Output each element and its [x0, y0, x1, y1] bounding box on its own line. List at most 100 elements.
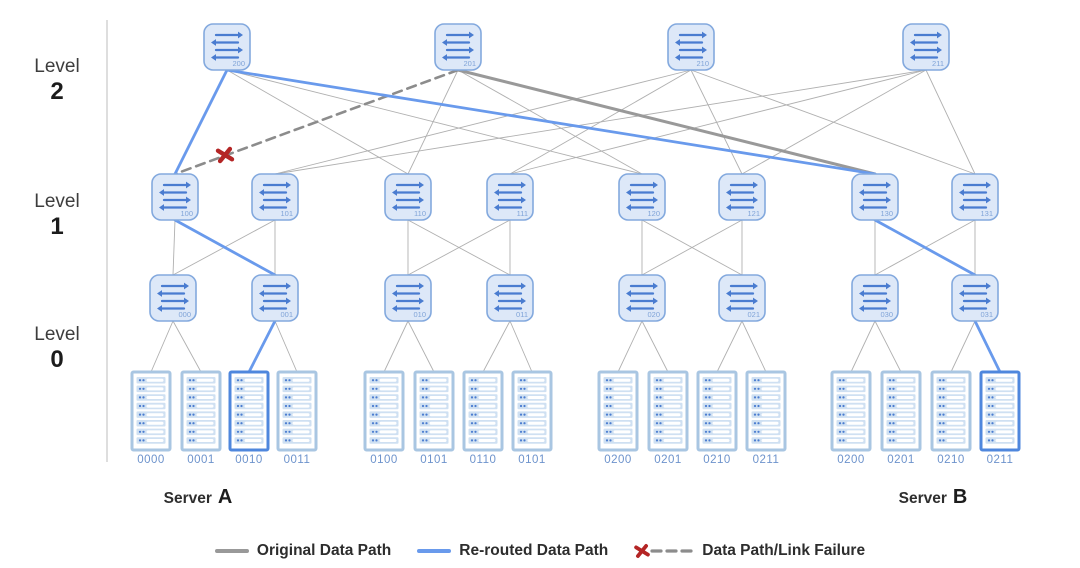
switch-id-label: 130 — [880, 209, 893, 218]
server-slot-bar — [244, 439, 262, 442]
switch-arrows-icon — [626, 181, 658, 211]
server-a-word: Server — [163, 490, 212, 507]
server-id-label: 0210 — [937, 454, 965, 466]
arrow-head-icon — [859, 290, 864, 297]
arrow-head-icon — [159, 204, 164, 211]
arrow-head-icon — [286, 282, 291, 290]
edge-111-010 — [407, 219, 511, 276]
server-slot-bar — [896, 421, 914, 425]
switch-arrows-icon — [675, 31, 707, 61]
edge-031-v14 — [950, 320, 976, 373]
server-slot-bar — [527, 387, 545, 391]
switch-id-label: 200 — [232, 59, 245, 68]
server-led-icon — [288, 430, 291, 433]
server-slot-bar — [292, 430, 310, 434]
server-led-icon — [609, 379, 612, 382]
edge-100-000 — [172, 219, 176, 276]
server-led-icon — [987, 404, 991, 408]
edge-200-130-rerouted — [225, 68, 877, 176]
server-led-icon — [470, 439, 474, 442]
server-led-icon — [236, 422, 240, 425]
server-slot-bar — [995, 378, 1013, 382]
switch-111: 111 — [486, 173, 534, 221]
server-slot-bar — [846, 430, 864, 434]
server-led-icon — [375, 413, 378, 416]
server-slot-bar — [846, 404, 864, 408]
server-led-icon — [192, 404, 195, 408]
switch-arrows-icon — [859, 282, 891, 312]
server-slot-bar — [995, 387, 1013, 391]
server-slot-bar — [429, 439, 447, 442]
server-led-icon — [753, 422, 757, 425]
server-led-icon — [888, 439, 892, 442]
server-slot-bar — [146, 430, 164, 434]
edge-121-020 — [641, 219, 743, 276]
server-slot-bar — [196, 378, 214, 382]
arrow-head-icon — [886, 282, 891, 290]
server-led-icon — [142, 404, 145, 408]
arrow-head-icon — [653, 282, 658, 290]
server-led-icon — [708, 396, 711, 399]
server-slot-bar — [663, 421, 681, 425]
server-led-icon — [236, 396, 240, 399]
level-2-number: 2 — [50, 78, 64, 105]
server-0110: 0110 — [462, 370, 504, 466]
arrow-head-icon — [626, 204, 631, 211]
server-led-icon — [284, 413, 288, 416]
server-led-icon — [938, 413, 942, 416]
server-slot-bar — [146, 387, 164, 391]
server-led-icon — [609, 387, 612, 390]
server-slot-bar — [196, 404, 214, 408]
arrow-head-icon — [986, 181, 991, 189]
arrow-head-icon — [494, 305, 499, 312]
server-slot-bar — [379, 439, 397, 442]
server-slot-bar — [995, 404, 1013, 408]
server-led-icon — [757, 413, 760, 416]
arrow-head-icon — [286, 196, 291, 204]
server-slot-bar — [146, 404, 164, 408]
server-led-icon — [753, 404, 757, 408]
switch-arrows-icon — [392, 282, 424, 312]
server-led-icon — [655, 379, 659, 382]
switch-arrows-icon — [392, 181, 424, 211]
server-led-icon — [838, 439, 842, 442]
server-slot-bar — [244, 413, 262, 417]
server-id-label: 0011 — [284, 454, 311, 466]
server-led-icon — [987, 413, 991, 416]
server-slot-bar — [613, 413, 631, 417]
server-led-icon — [375, 422, 378, 425]
server-0200: 0200 — [830, 370, 872, 466]
server-led-icon — [138, 430, 142, 433]
arrow-head-icon — [986, 196, 991, 204]
server-led-icon — [708, 379, 711, 382]
arrow-head-icon — [238, 31, 243, 39]
server-led-icon — [425, 387, 428, 390]
server-slot-bar — [527, 421, 545, 425]
server-led-icon — [655, 422, 659, 425]
server-led-icon — [605, 396, 609, 399]
server-led-icon — [609, 439, 612, 442]
arrow-head-icon — [211, 54, 216, 61]
edge-020-v9 — [641, 320, 669, 373]
edge-021-v10 — [716, 320, 743, 373]
server-0201: 0201 — [647, 370, 689, 466]
server-slot-bar — [613, 430, 631, 434]
server-led-icon — [892, 404, 895, 408]
server-led-icon — [704, 404, 708, 408]
server-0210: 0210 — [930, 370, 972, 466]
server-slot-bar — [846, 439, 864, 442]
server-led-icon — [138, 379, 142, 382]
server-led-icon — [838, 413, 842, 416]
server-led-icon — [142, 379, 145, 382]
server-0001: 0001 — [180, 370, 222, 466]
switch-110: 110 — [384, 173, 432, 221]
server-id-label: 0211 — [753, 454, 780, 466]
arrow-head-icon — [211, 39, 216, 46]
server-slot-bar — [846, 396, 864, 399]
server-led-icon — [938, 404, 942, 408]
switch-id-label: 110 — [414, 209, 426, 218]
server-slot-bar — [761, 430, 779, 434]
switch-id-label: 111 — [517, 209, 528, 218]
arrow-head-icon — [675, 39, 680, 46]
